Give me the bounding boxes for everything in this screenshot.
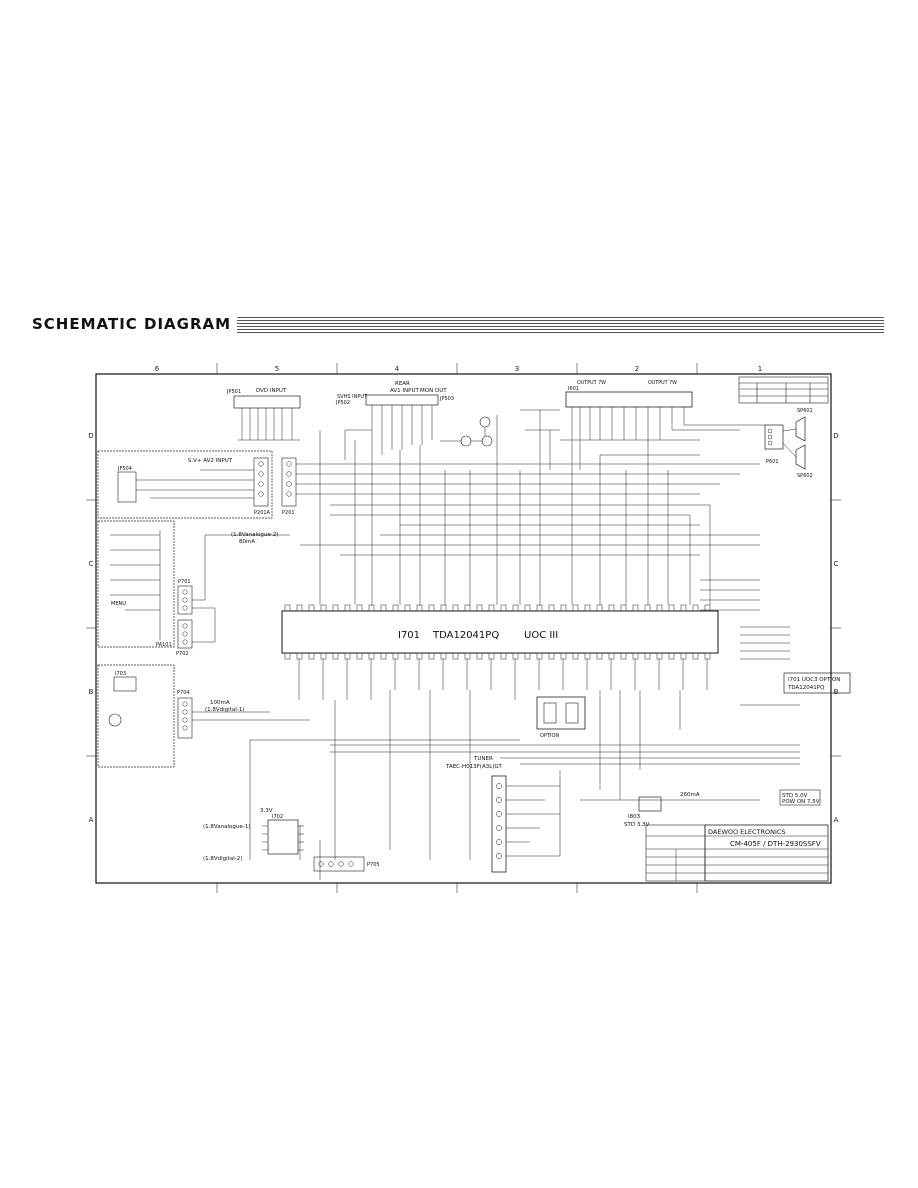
analogue1-note: (1.8Vanalogue-1) bbox=[203, 824, 250, 830]
row-label: B bbox=[834, 688, 839, 696]
i703-label: I703 bbox=[115, 671, 126, 677]
analogue2-note: (1.8Vanalogue-2) bbox=[231, 532, 278, 538]
grid-labels: 6 5 4 3 2 1 D C B A D C B A bbox=[88, 365, 838, 824]
revision-table bbox=[738, 376, 829, 404]
p701-label: P701 bbox=[178, 579, 191, 585]
column-dividers bbox=[86, 363, 841, 893]
row-label: D bbox=[88, 432, 93, 440]
column-label: 6 bbox=[155, 365, 160, 373]
tuner-part-note: TAEC-H013F(A3L)GT bbox=[445, 764, 502, 770]
company-name: DAEWOO ELECTRONICS bbox=[708, 828, 786, 836]
column-label: 3 bbox=[515, 365, 519, 373]
av1-input-label: AV1 INPUT bbox=[390, 388, 419, 394]
pow-on-note: POW ON 7.5V bbox=[782, 799, 820, 805]
ic-family-label: UOC III bbox=[524, 630, 558, 641]
page-header: SCHEMATIC DIAGRAM bbox=[32, 315, 884, 337]
std-box bbox=[779, 789, 821, 806]
i702-label: I702 bbox=[272, 814, 283, 820]
row-label: A bbox=[834, 816, 839, 824]
tuner-module bbox=[491, 770, 561, 873]
mon-out-label: MON OUT bbox=[420, 388, 447, 394]
jp503-label: JP503 bbox=[439, 396, 454, 402]
ma260-note: 260mA bbox=[680, 792, 700, 798]
output-7w-label: OUTPUT 7W bbox=[577, 380, 606, 386]
vertical-nets bbox=[319, 430, 711, 605]
row-label: B bbox=[89, 688, 94, 696]
tuner-note: TUNER bbox=[473, 756, 493, 762]
schematic-border bbox=[95, 373, 832, 884]
row-label: A bbox=[89, 816, 94, 824]
model-number: CM-405F / DTH-2930SSFV bbox=[730, 840, 821, 848]
jp501-label: JP501 bbox=[226, 389, 241, 395]
ic-ref-label: I701 bbox=[398, 630, 420, 641]
column-label: 4 bbox=[395, 365, 400, 373]
menu-label: MENU bbox=[111, 601, 126, 607]
p201-label: P201 bbox=[282, 510, 295, 516]
i803-body bbox=[638, 796, 662, 812]
svhs-input-label: SVHS INPUT bbox=[337, 394, 368, 400]
v33-note: 3.3V bbox=[260, 808, 273, 814]
page-title: SCHEMATIC DIAGRAM bbox=[32, 315, 238, 333]
option-line-1: I701 UOC3 OPTION bbox=[788, 677, 840, 683]
column-label: 2 bbox=[635, 365, 639, 373]
title-block: DAEWOO ELECTRONICS CM-405F / DTH-2930SSF… bbox=[645, 824, 829, 882]
p702-label: P702 bbox=[176, 651, 189, 657]
voltage-annotations: (1.8Vanalogue-2) 80mA 100mA (1.8Vdigital… bbox=[203, 532, 820, 862]
ma100-note: 100mA bbox=[210, 700, 230, 706]
rear-label: REAR bbox=[395, 381, 410, 387]
dvd-input-label: DVD INPUT bbox=[256, 388, 287, 394]
column-label: 5 bbox=[275, 365, 279, 373]
p601-label: P601 bbox=[766, 459, 779, 465]
column-label: 1 bbox=[758, 365, 762, 373]
top-connectors: DVD INPUT JP501 SVHS INPUT JP502 REAR AV… bbox=[226, 380, 813, 479]
option-label: OPTION bbox=[540, 733, 559, 739]
p705-label: P705 bbox=[367, 862, 380, 868]
sp601-label: SP601 bbox=[797, 408, 813, 414]
crystal-block: OPTION bbox=[536, 696, 586, 739]
i702-regulator: I702 bbox=[262, 814, 304, 855]
p705-connector: P705 bbox=[313, 856, 380, 872]
side-av2-label: S.V+ AV2 INPUT bbox=[188, 458, 233, 464]
jf504-label: JF504 bbox=[117, 466, 132, 472]
row-label: C bbox=[834, 560, 839, 568]
ic-part-label: TDA12041PQ bbox=[432, 630, 499, 641]
std33-note: STD 3.3V bbox=[624, 822, 650, 828]
ma80-note: 80mA bbox=[239, 539, 255, 545]
left-subboards: S.V+ AV2 INPUT JF504 P201A P201 MENU P bbox=[97, 450, 297, 768]
p704-label: P704 bbox=[177, 690, 190, 696]
digital1-note: (1.8Vdigital-1) bbox=[205, 707, 244, 713]
i803-note: I803 bbox=[628, 814, 641, 820]
sp602-label: SP602 bbox=[797, 473, 813, 479]
main-ic-i701: I701 TDA12041PQ UOC III bbox=[281, 604, 719, 700]
digital2-note: (1.8Vdigital-2) bbox=[203, 856, 242, 862]
row-label: D bbox=[833, 432, 838, 440]
option-box: I701 UOC3 OPTION TDA12041PQ bbox=[783, 672, 851, 694]
std5v-note: STD 5.0V bbox=[782, 793, 808, 799]
option-line-2: TDA12041PQ bbox=[787, 685, 825, 691]
row-label: C bbox=[89, 560, 94, 568]
signal-nets bbox=[192, 463, 800, 880]
p201a-label: P201A bbox=[254, 510, 271, 516]
header-rule-lines bbox=[32, 317, 884, 333]
i601-label: I601 bbox=[568, 386, 579, 392]
pa101-label: PA101 bbox=[156, 642, 172, 648]
output-7w-label: OUTPUT 7W bbox=[648, 380, 677, 386]
jp502-label: JP502 bbox=[335, 400, 350, 406]
